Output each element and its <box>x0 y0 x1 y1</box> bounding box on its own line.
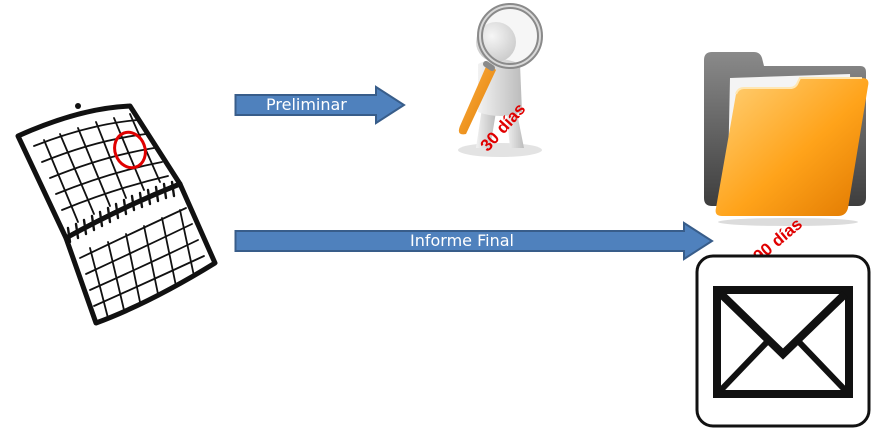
envelope-icon <box>695 254 871 428</box>
preliminary-arrow <box>234 85 406 125</box>
final-arrow-label: Informe Final <box>410 231 514 250</box>
final-arrow-shape <box>234 221 714 261</box>
folder-icon <box>704 52 869 226</box>
magnifier-person-icon <box>458 3 543 157</box>
final-arrow <box>234 221 714 261</box>
preliminary-arrow-shape <box>234 85 406 125</box>
calendar-icon <box>15 103 218 326</box>
preliminary-arrow-label: Preliminar <box>266 95 347 114</box>
